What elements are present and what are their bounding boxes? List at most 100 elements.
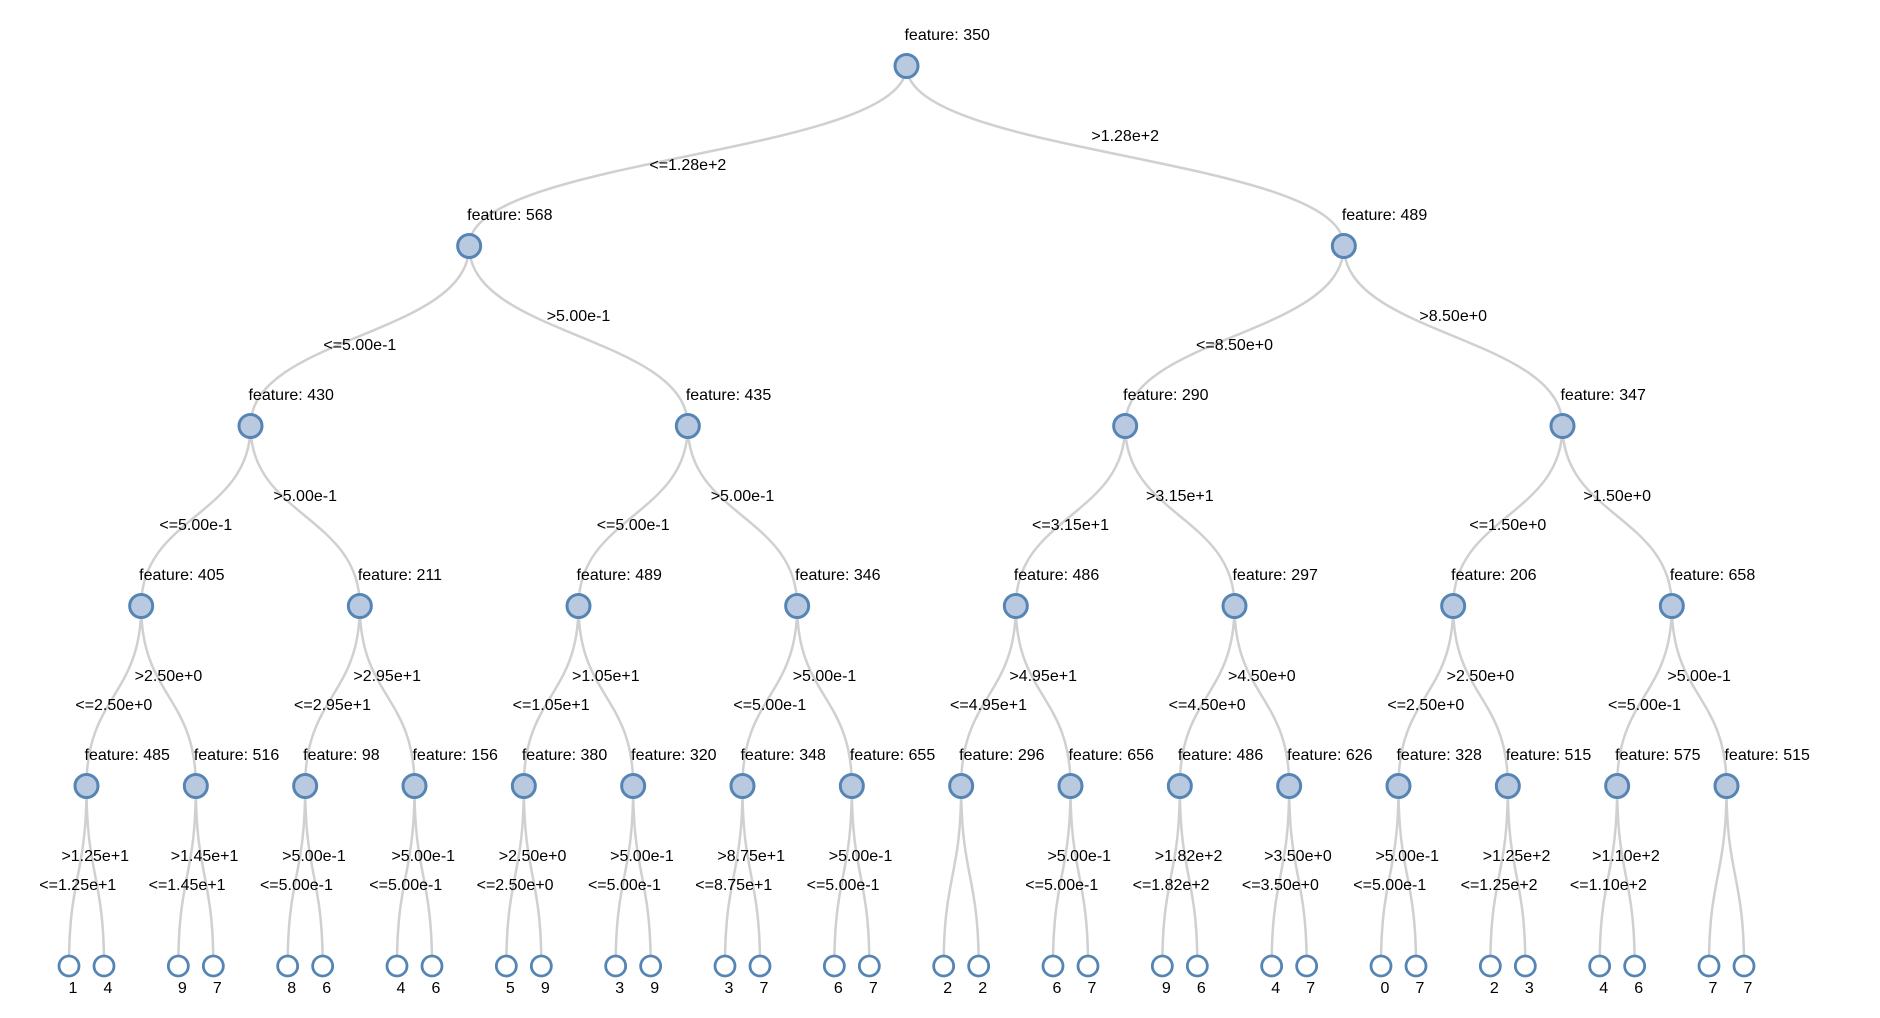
edge-label-greater: >3.15e+1 [1146,488,1214,505]
leaf-value-label: 9 [650,980,659,997]
leaf-value-label: 9 [1162,980,1171,997]
tree-edge [1725,784,1746,968]
tree-edge [1707,784,1728,968]
node-feature-label: feature: 405 [139,567,225,584]
edge-label-greater: >8.50e+0 [1419,308,1487,325]
leaf-value-label: 7 [1088,980,1097,997]
edge-label-greater: >5.00e-1 [1047,848,1111,865]
tree-edge [467,64,908,248]
edge-label-greater: >5.00e-1 [547,308,611,325]
tree-edge [249,424,362,608]
tree-edge [85,604,143,788]
tree-edge [1342,244,1564,428]
leaf-node [822,954,846,978]
node-feature-label: feature: 485 [85,747,171,764]
leaf-value-label: 9 [541,980,550,997]
internal-node-feature-658 [1658,593,1685,619]
edge-label-less-equal: <=5.00e-1 [1353,877,1426,894]
tree-edge [413,784,434,968]
edge-label-greater: >4.95e+1 [1009,668,1077,685]
leaf-value-label: 4 [104,980,113,997]
edge-label-greater: >5.00e-1 [1375,848,1439,865]
leaf-value-label: 3 [1525,980,1534,997]
edge-label-less-equal: <=3.50e+0 [1242,877,1319,894]
tree-edge [942,784,963,968]
node-feature-label: feature: 489 [576,567,662,584]
node-feature-label: feature: 486 [1178,747,1264,764]
edge-label-greater: >5.00e-1 [1667,668,1731,685]
node-feature-label: feature: 515 [1724,747,1810,764]
leaf-node [166,954,190,978]
leaf-value-label: 2 [1490,980,1499,997]
tree-edge [614,784,635,968]
tree-edge [1178,604,1236,788]
edge-label-less-equal: <=5.00e-1 [260,877,333,894]
tree-edge [286,784,307,968]
tree-edge [1397,604,1455,788]
tree-edge [1397,784,1418,968]
internal-node-feature-568 [456,233,483,259]
leaf-node [1076,954,1100,978]
internal-node-feature-320 [620,773,647,799]
internal-node-feature-486 [1002,593,1029,619]
edge-label-greater: >5.00e-1 [391,848,455,865]
node-feature-label: feature: 290 [1123,387,1209,404]
tree-edge [139,424,252,608]
node-feature-label: feature: 658 [1670,567,1756,584]
internal-node-feature-489 [1330,233,1357,259]
tree-edge [1233,604,1291,788]
tree-edge [1161,784,1182,968]
edge-label-less-equal: <=3.15e+1 [1032,517,1109,534]
internal-node-feature-435 [674,413,701,439]
leaf-value-label: 4 [1599,980,1608,997]
internal-node-feature-516 [182,773,209,799]
tree-edge [686,424,799,608]
internal-node-feature-575 [1604,773,1631,799]
tree-edge [1506,784,1527,968]
tree-edge [850,784,871,968]
leaf-value-label: 1 [69,980,78,997]
internal-node-feature-380 [510,773,537,799]
tree-edge [833,784,854,968]
internal-node-feature-515 [1494,773,1521,799]
node-feature-label: feature: 489 [1342,207,1428,224]
tree-edge [1123,424,1236,608]
internal-node-feature-290 [1112,413,1139,439]
tree-edge [1123,244,1346,428]
tree-edge [395,784,416,968]
internal-node-feature-515 [1713,773,1740,799]
tree-edge [1451,424,1564,608]
tree-edge [959,604,1018,788]
leaf-value-label: 4 [1271,980,1280,997]
edge-label-less-equal: <=2.50e+0 [1387,697,1464,714]
internal-node-feature-489 [565,593,592,619]
leaf-node [420,954,444,978]
edge-label-less-equal: <=5.00e-1 [597,517,670,534]
edge-label-less-equal: <=2.50e+0 [75,697,152,714]
leaf-node [1041,954,1065,978]
nodes-layer [57,53,1756,978]
leaf-node [604,954,628,978]
leaf-node [748,954,772,978]
tree-edge [631,784,652,968]
tree-edge [139,604,198,788]
edge-label-less-equal: <=5.00e-1 [369,877,442,894]
edge-label-less-equal: <=5.00e-1 [159,517,232,534]
node-feature-label: feature: 320 [631,747,717,764]
node-feature-label: feature: 516 [194,747,280,764]
internal-node-feature-350 [893,53,920,79]
edge-label-greater: >8.75e+1 [717,848,785,865]
tree-edge [1178,784,1199,968]
leaf-node [1369,954,1393,978]
edge-label-less-equal: <=5.00e-1 [807,877,880,894]
node-feature-label: feature: 350 [904,27,990,44]
tree-edge [1598,784,1619,968]
leaf-node [1478,954,1502,978]
node-feature-label: feature: 206 [1451,567,1537,584]
leaf-node [1697,954,1721,978]
edge-label-greater: >2.50e+0 [135,668,203,685]
tree-edge [522,784,543,968]
edge-label-less-equal: <=4.95e+1 [950,697,1027,714]
tree-edge [1451,604,1510,788]
